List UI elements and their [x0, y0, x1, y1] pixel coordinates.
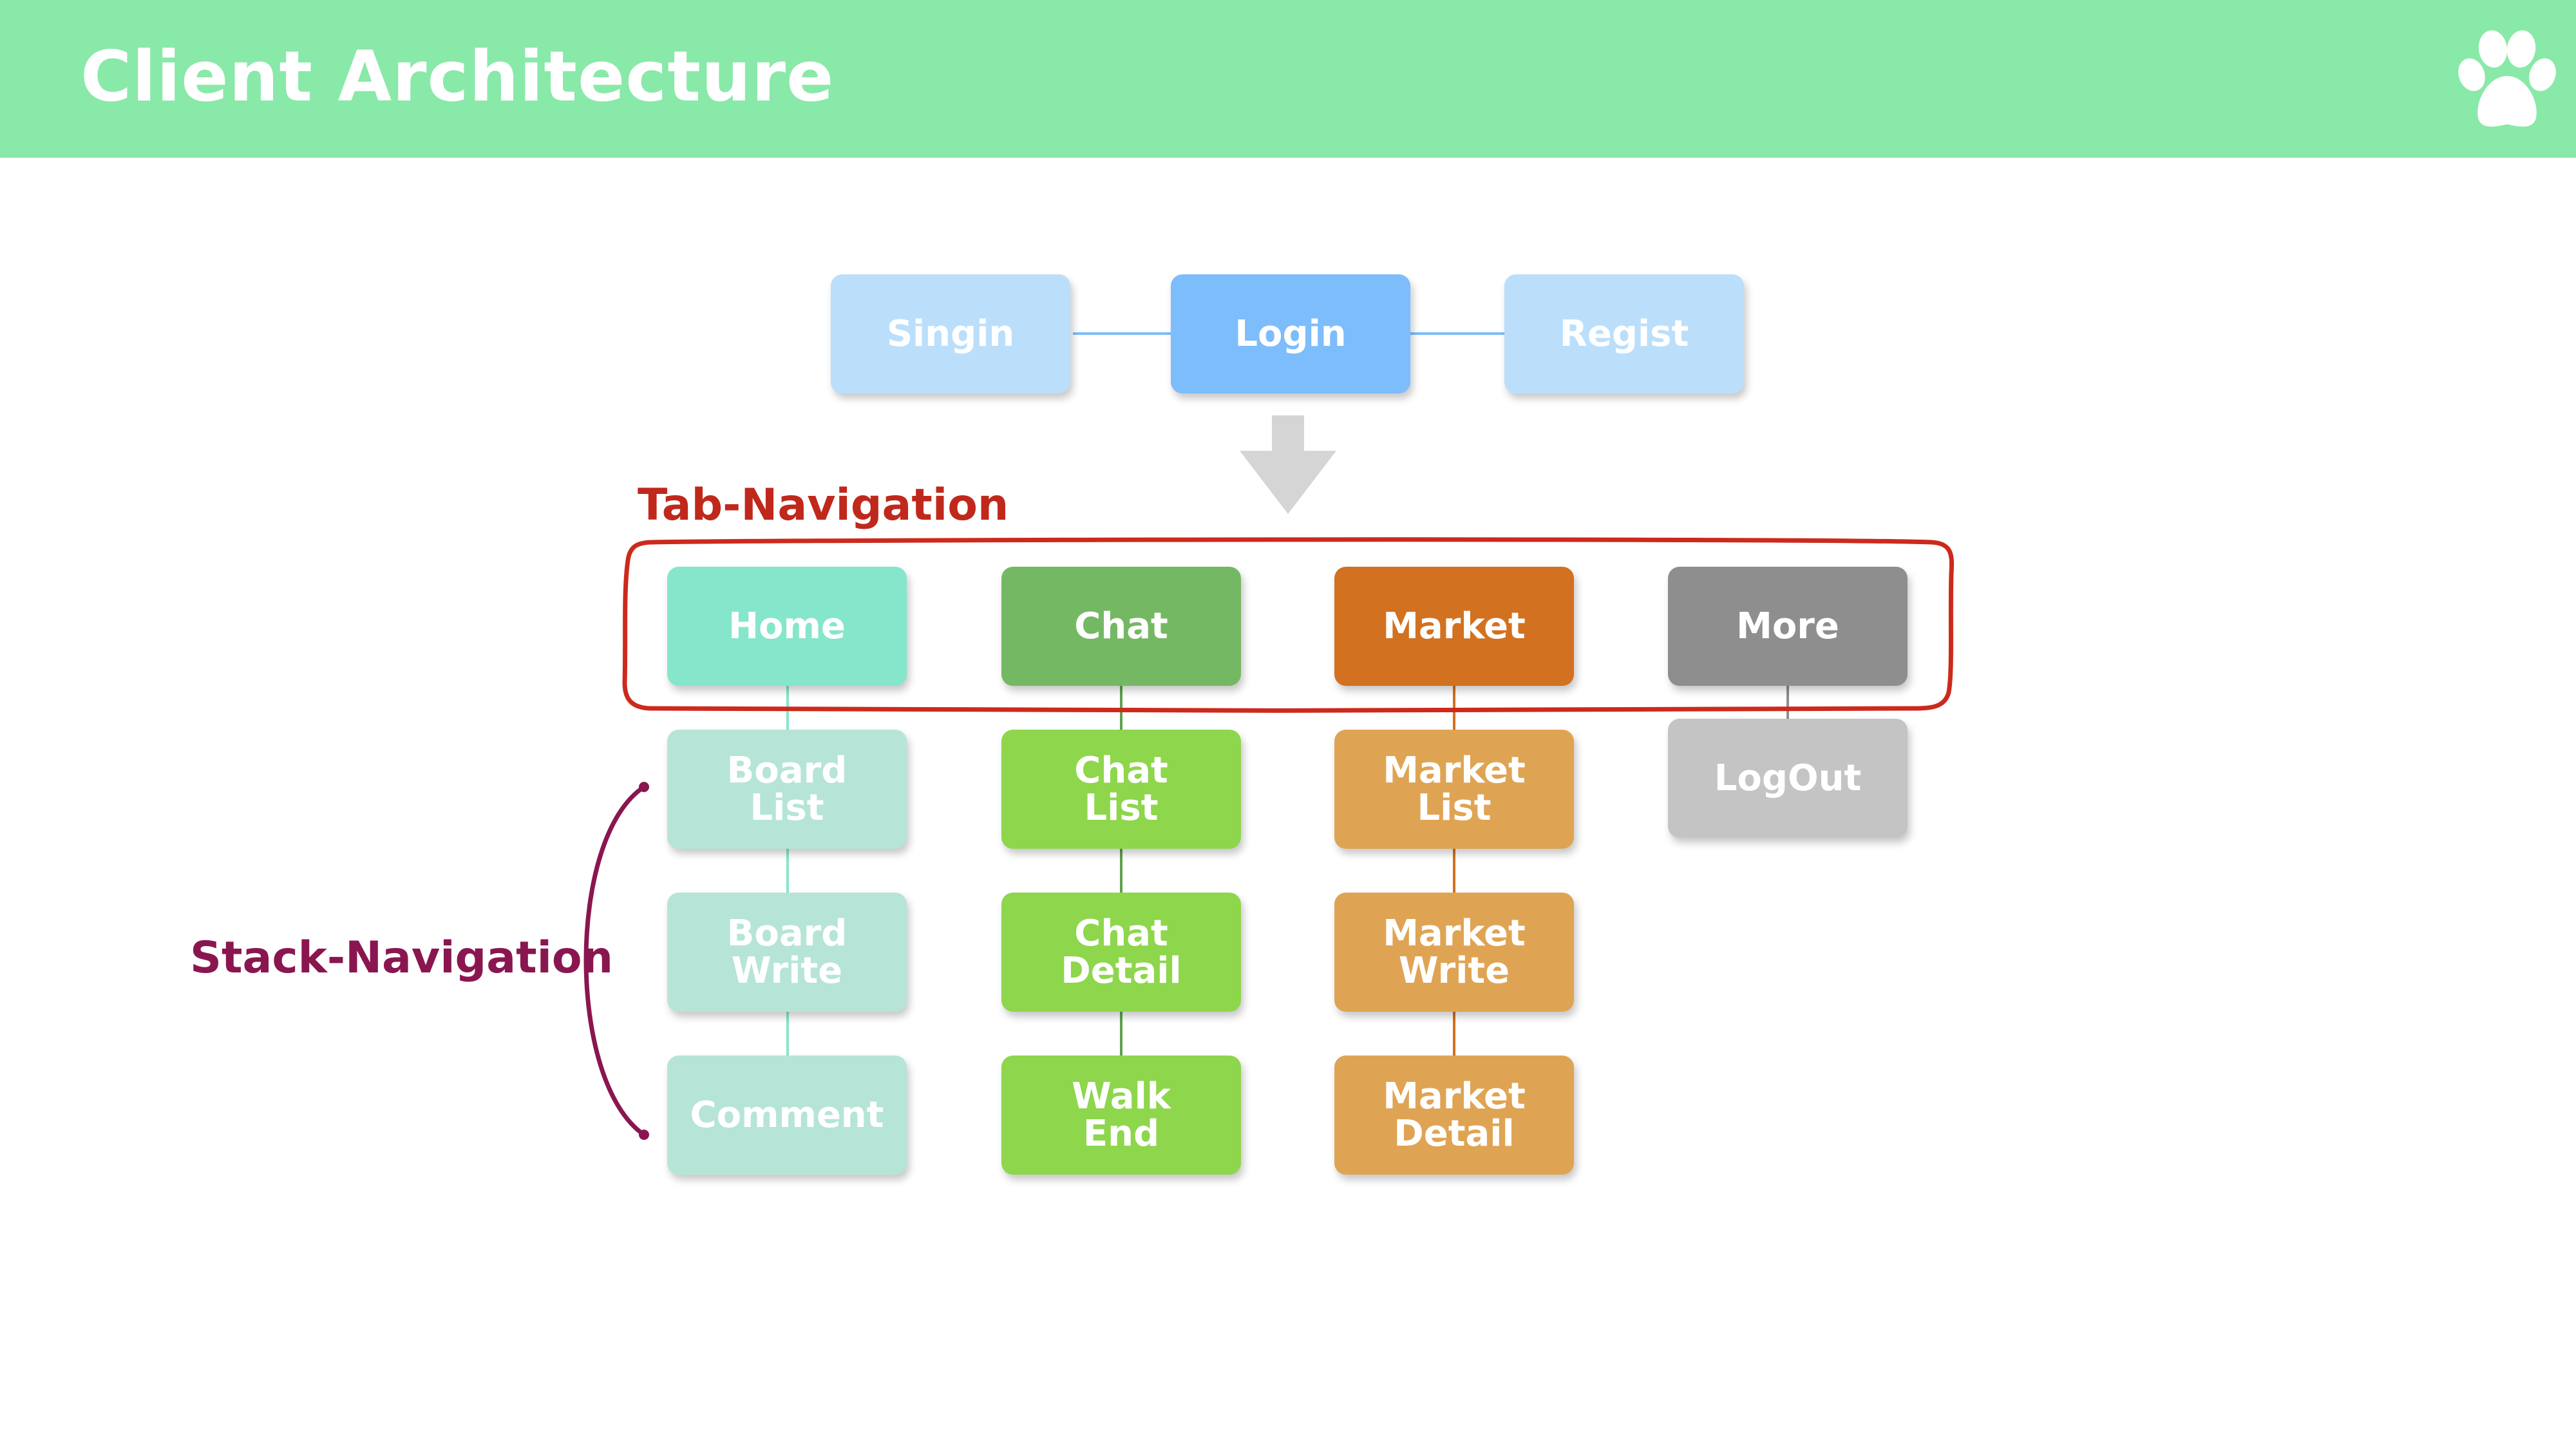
tab-navigation-outline	[622, 537, 1954, 713]
market-list: Market List	[1334, 730, 1574, 849]
paw-icon	[2458, 30, 2556, 127]
stack-navigation-label: Stack-Navigation	[190, 933, 614, 983]
home-board-write: Board Write	[667, 893, 907, 1012]
home-board-list: Board List	[667, 730, 907, 849]
page-title: Client Architecture	[80, 37, 835, 117]
home-comment: Comment	[667, 1056, 907, 1175]
down-arrow	[1240, 415, 1336, 514]
stack-navigation-bracket	[583, 784, 647, 1137]
header-bar	[0, 0, 2576, 158]
tab-navigation-label: Tab-Navigation	[638, 480, 1009, 531]
chat-detail: Chat Detail	[1001, 893, 1241, 1012]
tab-market: Market	[1334, 567, 1574, 686]
regist-node: Regist	[1504, 274, 1744, 393]
signin-node: Singin	[831, 274, 1070, 393]
tab-more: More	[1668, 567, 1908, 686]
more-logout: LogOut	[1668, 719, 1908, 838]
login-node: Login	[1171, 274, 1410, 393]
walk-end: Walk End	[1001, 1056, 1241, 1175]
market-detail: Market Detail	[1334, 1056, 1574, 1175]
market-write: Market Write	[1334, 893, 1574, 1012]
tab-home: Home	[667, 567, 907, 686]
chat-list: Chat List	[1001, 730, 1241, 849]
tab-chat: Chat	[1001, 567, 1241, 686]
